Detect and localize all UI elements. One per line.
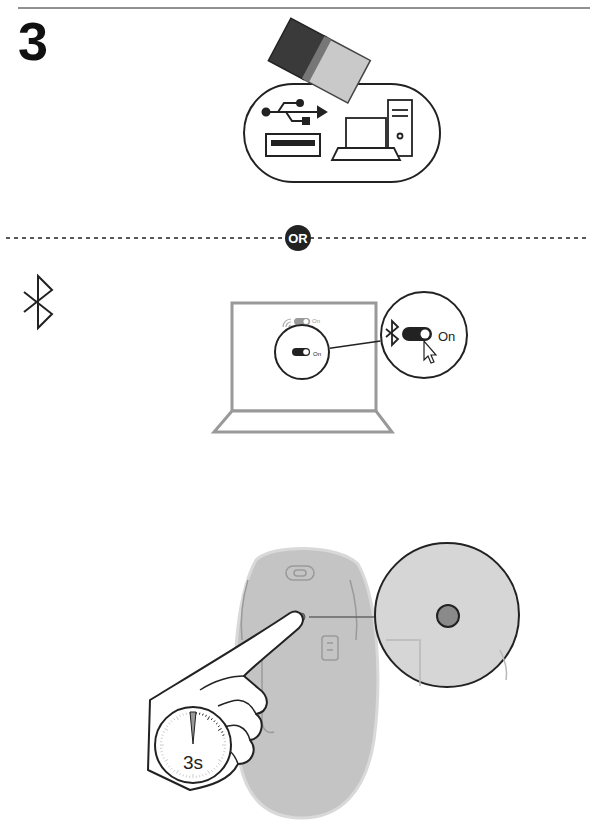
step-number: 3 <box>18 14 48 68</box>
timer-face <box>155 707 231 783</box>
toggle-label: On <box>438 330 455 343</box>
mouse-zoom <box>375 543 519 687</box>
laptop <box>214 303 392 432</box>
mouse-body <box>235 548 378 818</box>
hand <box>148 611 303 790</box>
timer-text: 3s <box>183 753 203 772</box>
zoom-circle: On <box>380 291 468 379</box>
toggle-label: On <box>312 318 320 324</box>
timer-hand <box>190 712 196 744</box>
zoom-circle: On <box>274 324 330 380</box>
leader-line <box>330 341 381 348</box>
computers <box>332 100 412 160</box>
zoom-circle-fill <box>274 324 330 380</box>
or-text: OR <box>288 232 308 245</box>
usb-symbol <box>263 100 327 124</box>
bluetooth-symbol <box>24 276 52 328</box>
zoom-circle-fill <box>380 291 468 379</box>
cursor <box>424 341 436 363</box>
timer-circle: 3s <box>155 707 231 783</box>
usb-dongle <box>268 18 370 103</box>
bt-toggle-large <box>386 321 436 363</box>
top-rule <box>18 8 590 9</box>
bt-toggle-small <box>292 348 310 356</box>
leader-line <box>309 616 376 618</box>
usb-port <box>266 134 320 156</box>
toggle-label: On <box>313 351 321 357</box>
timer-ticks <box>160 712 226 778</box>
or-badge: OR <box>285 225 311 251</box>
